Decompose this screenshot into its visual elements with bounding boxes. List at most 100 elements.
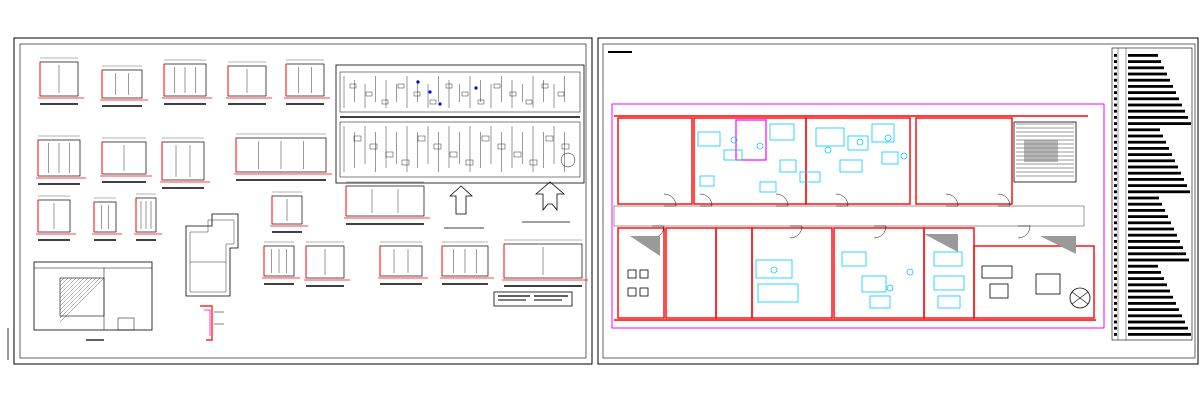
plan-symbol <box>416 80 420 84</box>
plan-fixture <box>461 91 469 97</box>
l-shaped-room-plan <box>185 213 239 341</box>
legend-key <box>1114 227 1117 231</box>
plan-fixture <box>509 91 517 97</box>
hatch-line <box>59 277 65 283</box>
legend-row <box>1128 190 1190 194</box>
legend-key <box>1114 202 1117 206</box>
left-sheet[interactable] <box>7 37 593 365</box>
furniture-piece <box>871 123 895 143</box>
legend-key <box>1114 264 1117 268</box>
chair <box>884 134 892 142</box>
furniture-piece <box>759 181 777 193</box>
plan-fixture <box>417 135 426 142</box>
furniture-piece <box>847 135 869 151</box>
legend-key <box>1114 258 1117 262</box>
door-swing <box>775 193 789 207</box>
furniture-piece <box>697 131 721 147</box>
legend-key <box>1114 308 1117 311</box>
sofa <box>981 265 1013 279</box>
plan-fixture <box>561 143 570 150</box>
furniture-piece <box>723 149 743 161</box>
dining-chair <box>639 287 649 297</box>
plan-fixture <box>401 159 410 166</box>
legend-row <box>1128 128 1160 132</box>
plan-fixture <box>445 83 453 89</box>
toilet-detail-plan <box>33 261 153 341</box>
plan-symbol <box>474 86 478 90</box>
legend-key <box>1114 128 1117 132</box>
legend-row <box>1128 264 1158 268</box>
plan-fixture <box>481 135 490 142</box>
legend-key <box>1114 196 1117 200</box>
legend-row <box>1128 178 1184 181</box>
legend-row <box>1128 326 1188 330</box>
legend-key <box>1114 85 1117 88</box>
legend-row <box>1128 246 1183 249</box>
dining-chair <box>627 269 637 279</box>
door-swing <box>997 193 1011 207</box>
room-wall <box>617 117 693 205</box>
legend-key <box>1114 283 1117 287</box>
legend-key <box>1114 233 1117 237</box>
furniture-piece <box>755 259 793 279</box>
right-sheet[interactable] <box>597 37 1199 365</box>
legend-row <box>1128 140 1166 144</box>
legend-row <box>1128 289 1170 293</box>
furniture-piece <box>769 123 795 141</box>
room-wall <box>805 117 911 205</box>
hatch-line <box>59 277 73 291</box>
legend-key <box>1114 147 1117 150</box>
hatch-line <box>59 277 97 315</box>
plan-fixture <box>497 143 506 150</box>
plan-fixture <box>477 99 485 105</box>
elevation-details <box>36 57 588 287</box>
plan-fixture <box>525 99 533 105</box>
hatch-line <box>59 277 85 303</box>
plan-fixture <box>353 135 362 142</box>
door-swing <box>699 193 713 207</box>
legend-row <box>1128 116 1188 119</box>
legend-key <box>1114 289 1117 293</box>
legend-key <box>1114 240 1117 243</box>
legend-row <box>1128 109 1185 113</box>
shaded-panel <box>630 236 660 256</box>
left-sheet-inner-border <box>19 43 587 359</box>
legend-key <box>1114 78 1117 82</box>
chair <box>886 284 894 292</box>
plan-fixture <box>513 151 522 158</box>
legend-key <box>1114 295 1117 299</box>
plan-fixture <box>429 99 437 105</box>
legend-key <box>1114 109 1117 113</box>
legend-key <box>1114 221 1117 225</box>
plan-fixture <box>529 159 538 166</box>
legend-row <box>1128 202 1162 206</box>
legend-key <box>1114 252 1117 256</box>
legend-row <box>1128 60 1161 63</box>
chair <box>730 136 738 144</box>
hatch-line <box>59 277 69 287</box>
furniture-piece <box>839 159 863 173</box>
chair <box>900 152 908 160</box>
dining-chair <box>627 287 637 297</box>
main-floor-plan[interactable] <box>611 103 1105 329</box>
room-wall <box>973 245 1095 319</box>
plan-fixture <box>493 83 501 89</box>
furniture-piece <box>861 275 887 293</box>
legend-row <box>1128 333 1191 336</box>
legend-row <box>1128 295 1173 299</box>
legend-row <box>1128 165 1178 169</box>
highlighted-room <box>735 119 767 161</box>
legend-row <box>1128 258 1189 262</box>
legend-row <box>1128 302 1176 305</box>
central-corridor <box>613 205 1085 227</box>
legend-key <box>1114 72 1117 76</box>
legend-key <box>1114 178 1117 181</box>
legend-row <box>1128 314 1182 318</box>
coffee-table <box>989 283 1009 299</box>
door-swing <box>835 193 849 207</box>
legend-row <box>1128 78 1170 82</box>
legend-key <box>1114 91 1117 94</box>
plan-fixture <box>349 83 357 89</box>
plan-fixture <box>545 135 554 142</box>
